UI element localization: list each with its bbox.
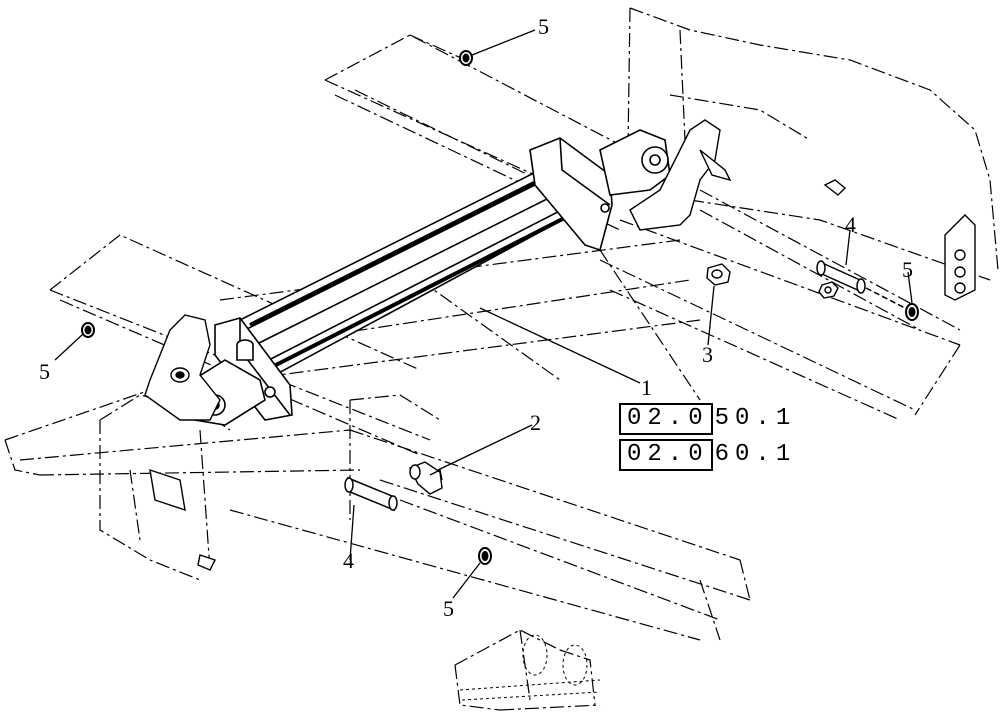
reference-code-2-boxed: 02.0 — [619, 439, 713, 471]
grease-fitting-elbow — [409, 461, 443, 495]
callout-5-top: 5 — [538, 14, 549, 39]
callout-5-right: 5 — [902, 257, 913, 282]
hatched-bracket-detail — [459, 634, 601, 701]
callout-4-right: 4 — [845, 212, 856, 237]
callout-5-left: 5 — [39, 359, 50, 384]
phantom-frame-outline — [4, 7, 999, 711]
reference-code-1-boxed: 02.0 — [619, 403, 713, 435]
leader-lines — [54, 29, 913, 599]
snap-ring-bottom — [478, 547, 492, 565]
pivot-pin-left — [344, 476, 398, 512]
grease-fitting-straight — [706, 263, 731, 286]
callout-4-left: 4 — [343, 548, 354, 573]
snap-ring-left — [81, 322, 95, 338]
hydraulic-cylinder — [184, 129, 671, 426]
callout-1: 1 — [641, 375, 652, 400]
pivot-pin-right — [816, 260, 906, 309]
callout-3: 3 — [702, 342, 713, 367]
right-pivot-bracket — [629, 119, 976, 301]
hex-nut — [818, 281, 839, 299]
snap-ring-top — [459, 50, 473, 66]
callout-2: 2 — [530, 410, 541, 435]
snap-ring-right — [905, 303, 919, 321]
reference-code-1-rest: 50.1 — [714, 405, 797, 432]
reference-code-2-rest: 60.1 — [714, 441, 797, 468]
callout-5-bottom: 5 — [443, 596, 454, 621]
left-pivot-bracket — [144, 314, 221, 571]
